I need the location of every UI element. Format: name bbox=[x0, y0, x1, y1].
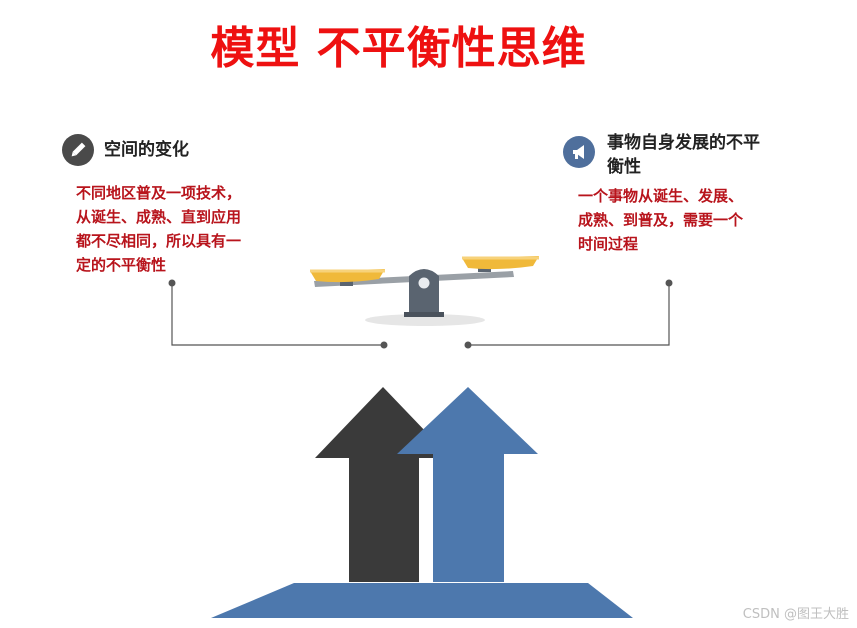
left-connector-dot-top bbox=[169, 280, 176, 287]
balance-scale-icon bbox=[310, 256, 539, 326]
right-connector-dot-top bbox=[666, 280, 673, 287]
left-connector-line bbox=[172, 283, 384, 345]
dark-arrow bbox=[315, 387, 451, 582]
watermark-text: CSDN @图王大胜 bbox=[743, 603, 849, 622]
left-connector-dot-end bbox=[381, 342, 388, 349]
right-connector-line bbox=[468, 283, 669, 345]
platform-shape bbox=[211, 583, 633, 618]
right-connector-dot-end bbox=[465, 342, 472, 349]
